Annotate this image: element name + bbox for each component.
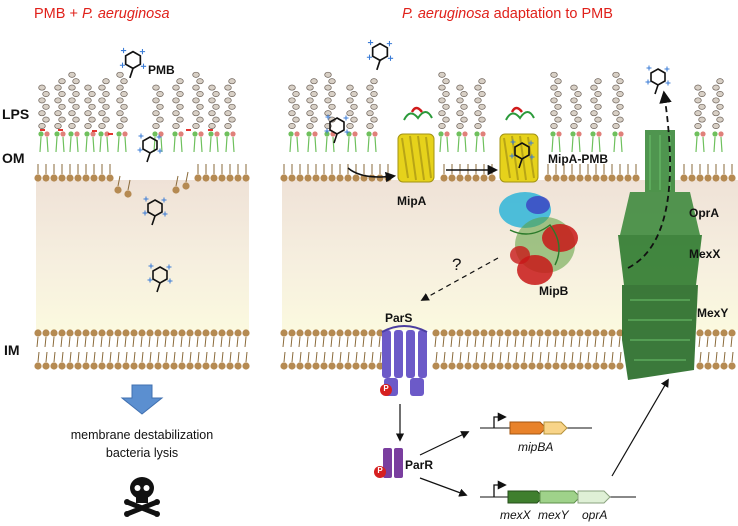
question-mark: ? — [452, 255, 462, 274]
mipa-barrel — [397, 106, 435, 183]
mipa-pmb-label: MipA-PMB — [548, 152, 608, 166]
mipb-to-pars-arrow — [420, 257, 499, 301]
phospho-icon — [380, 384, 392, 396]
pmb-molecule-icon — [509, 139, 535, 169]
caption-line2: bacteria lysis — [105, 446, 179, 460]
pars-sensor — [381, 325, 428, 396]
left-title-prefix: PMB + — [34, 6, 82, 22]
efflux-arrow — [627, 90, 672, 269]
pmb-label: PMB — [148, 63, 175, 77]
pmb-molecule-icon — [645, 65, 671, 95]
gene-mexx: mexX — [500, 508, 531, 522]
pmb-molecule-icon — [366, 39, 394, 71]
pars-label: ParS — [385, 311, 413, 325]
mexxy-opra-operon — [480, 480, 636, 504]
gene-mipba: mipBA — [518, 440, 554, 454]
parr-to-mipba-arrow — [419, 431, 470, 456]
mexy-label: MexY — [697, 306, 729, 320]
mipba-operon — [480, 412, 592, 435]
down-arrow-icon — [120, 384, 164, 415]
phospho-label-pars: P — [383, 384, 389, 393]
right-title: P. aeruginosa adaptation to PMB — [402, 6, 613, 22]
pmb-molecule-icon — [142, 196, 168, 226]
gene-mexy: mexY — [538, 508, 569, 522]
left-periplasm — [36, 180, 249, 330]
lps-layer — [38, 71, 724, 153]
opra-label: OprA — [689, 206, 719, 220]
mipb-protein — [499, 192, 578, 285]
parr-regulator — [374, 448, 403, 478]
mipa-label: MipA — [397, 194, 427, 208]
pmb-molecule-icon — [147, 263, 173, 293]
promoter-arrow-icon — [493, 412, 507, 428]
operon-to-pump-arrow — [611, 378, 669, 477]
pmb-entry-arrow — [347, 167, 397, 183]
mipb-label: MipB — [539, 284, 569, 298]
left-title-organism: P. aeruginosa — [81, 6, 170, 22]
pmb-molecule-icon — [119, 47, 147, 79]
om-label: OM — [2, 150, 25, 166]
gene-opra: oprA — [582, 508, 608, 522]
right-title-organism: P. aeruginosa — [402, 6, 490, 22]
phospho-label-parr: P — [377, 466, 383, 475]
left-title: PMB + P. aeruginosa — [34, 6, 170, 22]
mexx-label: MexX — [689, 247, 721, 261]
right-title-suffix: adaptation to PMB — [489, 6, 613, 22]
im-label: IM — [4, 342, 20, 358]
parr-to-mexxy-arrow — [419, 477, 468, 497]
pmb-molecule-icon — [137, 133, 163, 163]
skull-crossbones-icon — [124, 477, 160, 517]
caption-line1: membrane destabilization — [70, 428, 214, 442]
lps-label: LPS — [2, 106, 30, 122]
parr-label: ParR — [405, 458, 434, 472]
pmb-molecule-icon — [324, 114, 350, 144]
promoter-arrow-icon — [493, 480, 507, 497]
